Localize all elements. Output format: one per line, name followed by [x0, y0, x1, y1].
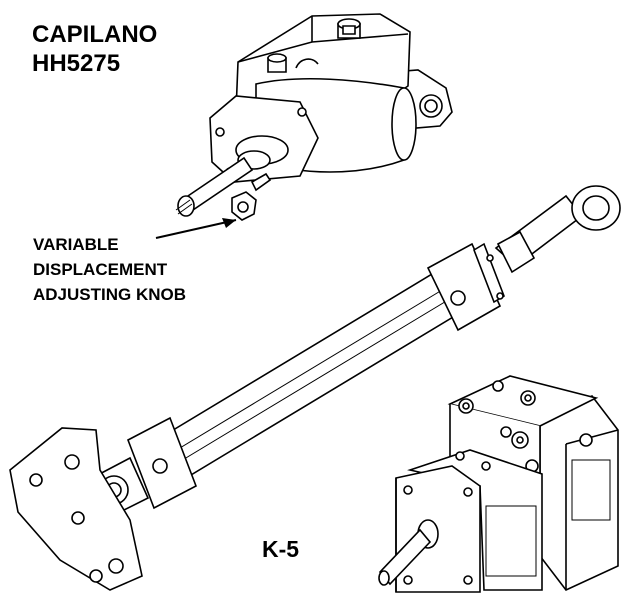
callout-leader	[156, 218, 236, 238]
helm-pump	[176, 14, 452, 220]
adjusting-knob-callout: VARIABLE DISPLACEMENT ADJUSTING KNOB	[33, 232, 186, 307]
k5-block-unit	[379, 376, 618, 592]
cylinder-model-label: K-5	[262, 536, 300, 562]
title-line-1: CAPILANO	[32, 21, 158, 48]
pump-model-label: CAPILANO HH5275	[32, 20, 157, 78]
callout-line-2: DISPLACEMENT	[33, 260, 168, 279]
title-line-2: HH5275	[32, 50, 121, 77]
callout-line-1: VARIABLE	[33, 235, 119, 254]
steering-cylinder	[10, 186, 620, 590]
callout-line-3: ADJUSTING KNOB	[33, 285, 187, 304]
